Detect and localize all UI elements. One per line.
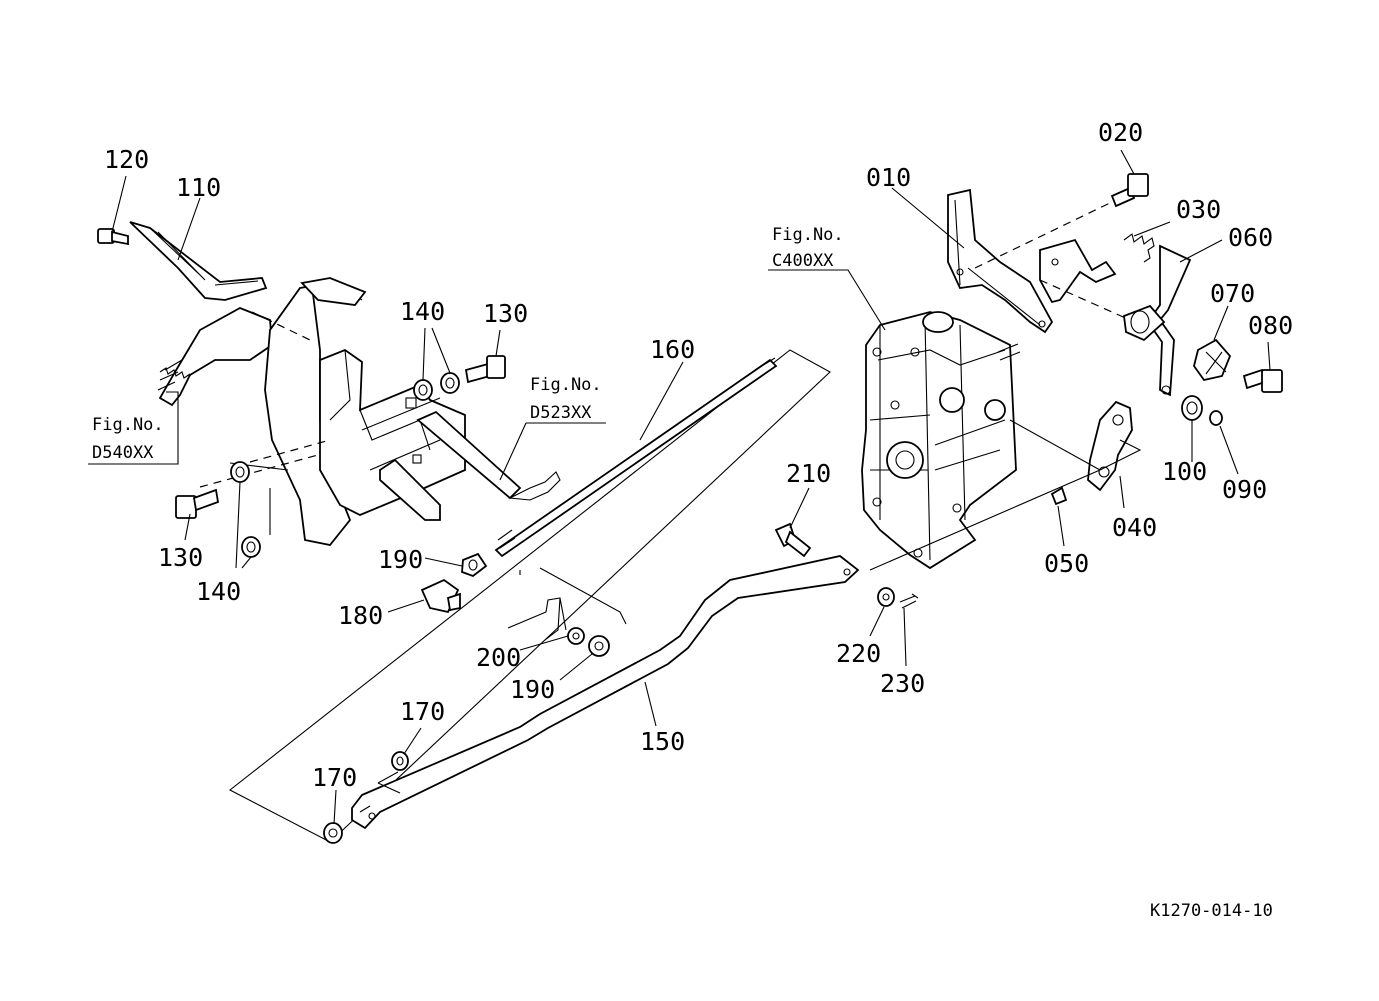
label-050[interactable]: 050 (1044, 549, 1089, 578)
label-020[interactable]: 020 (1098, 118, 1143, 147)
label-040[interactable]: 040 (1112, 513, 1157, 542)
svg-text:Fig.No.: Fig.No. (772, 225, 844, 245)
label-200[interactable]: 200 (476, 643, 521, 672)
label-160[interactable]: 160 (650, 335, 695, 364)
bolt-130-upper[interactable] (464, 355, 506, 384)
nut-170-upper[interactable] (391, 751, 409, 771)
lever-040[interactable] (1087, 400, 1133, 492)
svg-text:Fig.No.: Fig.No. (530, 375, 602, 395)
label-140-lower[interactable]: 140 (196, 577, 241, 606)
label-030[interactable]: 030 (1176, 195, 1221, 224)
washer-220[interactable] (877, 587, 895, 607)
label-060[interactable]: 060 (1228, 223, 1273, 252)
label-110[interactable]: 110 (176, 173, 221, 202)
label-230[interactable]: 230 (880, 669, 925, 698)
rod-assembly (228, 349, 831, 843)
label-190-lower[interactable]: 190 (510, 675, 555, 704)
label-170-lower[interactable]: 170 (312, 763, 357, 792)
label-190-upper[interactable]: 190 (378, 545, 423, 574)
label-140-upper[interactable]: 140 (400, 297, 445, 326)
label-070[interactable]: 070 (1210, 279, 1255, 308)
collar-070[interactable] (1123, 304, 1232, 382)
bolt-130-lower[interactable] (175, 488, 220, 519)
pedal-pad-110[interactable] (129, 221, 268, 301)
svg-text:Fig.No.: Fig.No. (92, 415, 164, 435)
washer-140-c[interactable] (230, 461, 250, 483)
figure-ref-d523[interactable]: Fig.No. D523XX (499, 375, 606, 481)
bolt-210[interactable] (774, 522, 812, 558)
nut-140-d[interactable] (241, 536, 261, 558)
label-010[interactable]: 010 (866, 163, 911, 192)
svg-text:D523XX: D523XX (530, 403, 592, 423)
figure-ref-d540[interactable]: Fig.No. D540XX (88, 391, 179, 465)
ring-090[interactable] (1209, 410, 1223, 426)
pedal-assembly (97, 221, 561, 558)
label-100[interactable]: 100 (1162, 457, 1207, 486)
label-180[interactable]: 180 (338, 601, 383, 630)
bearing-100[interactable] (1181, 395, 1203, 421)
label-210[interactable]: 210 (786, 459, 831, 488)
nut-140-b[interactable] (440, 372, 460, 394)
label-220[interactable]: 220 (836, 639, 881, 668)
label-090[interactable]: 090 (1222, 475, 1267, 504)
label-120[interactable]: 120 (104, 145, 149, 174)
bolt-120[interactable] (97, 228, 129, 246)
label-150[interactable]: 150 (640, 727, 685, 756)
nut-190-upper[interactable] (461, 552, 488, 578)
svg-text:C400XX: C400XX (772, 251, 834, 271)
callout-leaders (111, 149, 1271, 825)
nut-190-lower[interactable] (588, 635, 610, 657)
rod-160[interactable] (494, 358, 778, 558)
pedal-shaft[interactable] (379, 458, 441, 521)
pedal-bracket[interactable] (319, 348, 466, 516)
label-080[interactable]: 080 (1248, 311, 1293, 340)
pin-230[interactable] (899, 593, 919, 609)
washer-200[interactable] (567, 627, 585, 645)
bolt-020[interactable] (1110, 173, 1149, 208)
nut-170-lower[interactable] (323, 822, 343, 844)
bracket-010[interactable] (947, 188, 1054, 334)
joint-180[interactable] (420, 578, 461, 614)
pedal-arm[interactable] (158, 307, 273, 407)
drawing-code: K1270-014-10 (1150, 901, 1273, 921)
svg-text:D540XX: D540XX (92, 443, 154, 463)
screw-050[interactable] (1050, 486, 1068, 506)
label-170-upper[interactable]: 170 (400, 697, 445, 726)
spring-030[interactable] (1123, 233, 1155, 263)
rod-150[interactable] (351, 555, 860, 830)
washer-140-a[interactable] (413, 379, 433, 401)
label-130-upper[interactable]: 130 (483, 299, 528, 328)
label-130-lower[interactable]: 130 (158, 543, 203, 572)
figure-ref-c400[interactable]: Fig.No. C400XX (768, 225, 886, 331)
transmission-housing (861, 311, 1021, 570)
arm-060[interactable] (1039, 238, 1117, 304)
bolt-080[interactable] (1242, 368, 1283, 393)
